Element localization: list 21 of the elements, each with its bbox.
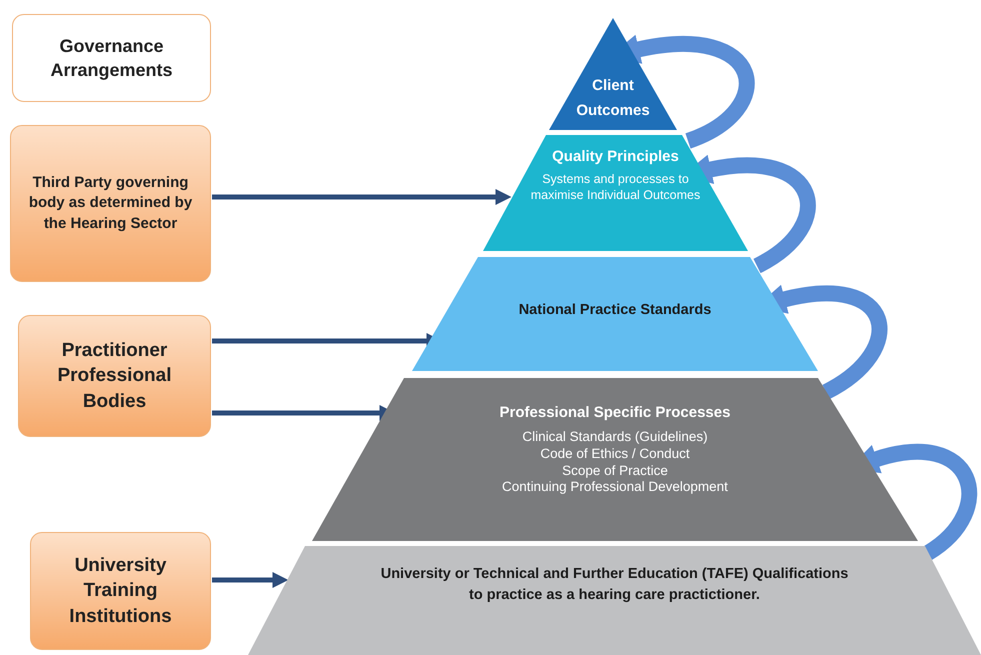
tier-heading: Client Outcomes [575,76,651,121]
pyramid-tier [248,546,981,655]
tier-text: Continuing Professional Development [502,479,728,496]
arrow [212,572,288,588]
tier-text: Clinical Standards (Guidelines) [522,428,708,446]
tier-text: Scope of Practice [562,462,668,480]
professional-bodies-box: Practitioner Professional Bodies [18,315,211,437]
tier-heading: Quality Principles [552,147,679,166]
pyramid-tier [549,18,677,130]
pyramid-tier [412,257,818,371]
tier-heading: University or Technical and Further Education (TAFE) Qualifications to practice as a hearing care practictioner. [380,565,850,606]
governing-body-box: Third Party governing body as determined by the Hearing Sector [10,125,211,282]
tier-text: Systems and processes to maximise Individual Outcomes [530,170,702,203]
tier-text: Code of Ethics / Conduct [540,446,690,462]
pyramid-tier [483,135,748,251]
heading-box: Governance Arrangements [12,14,211,102]
tier-heading: National Practice Standards [518,301,712,320]
arrow [212,189,512,205]
training-institutions-box: University Training Institutions [30,532,211,650]
tier-heading: Professional Specific Processes [500,404,730,423]
pyramid-tier [312,378,918,541]
